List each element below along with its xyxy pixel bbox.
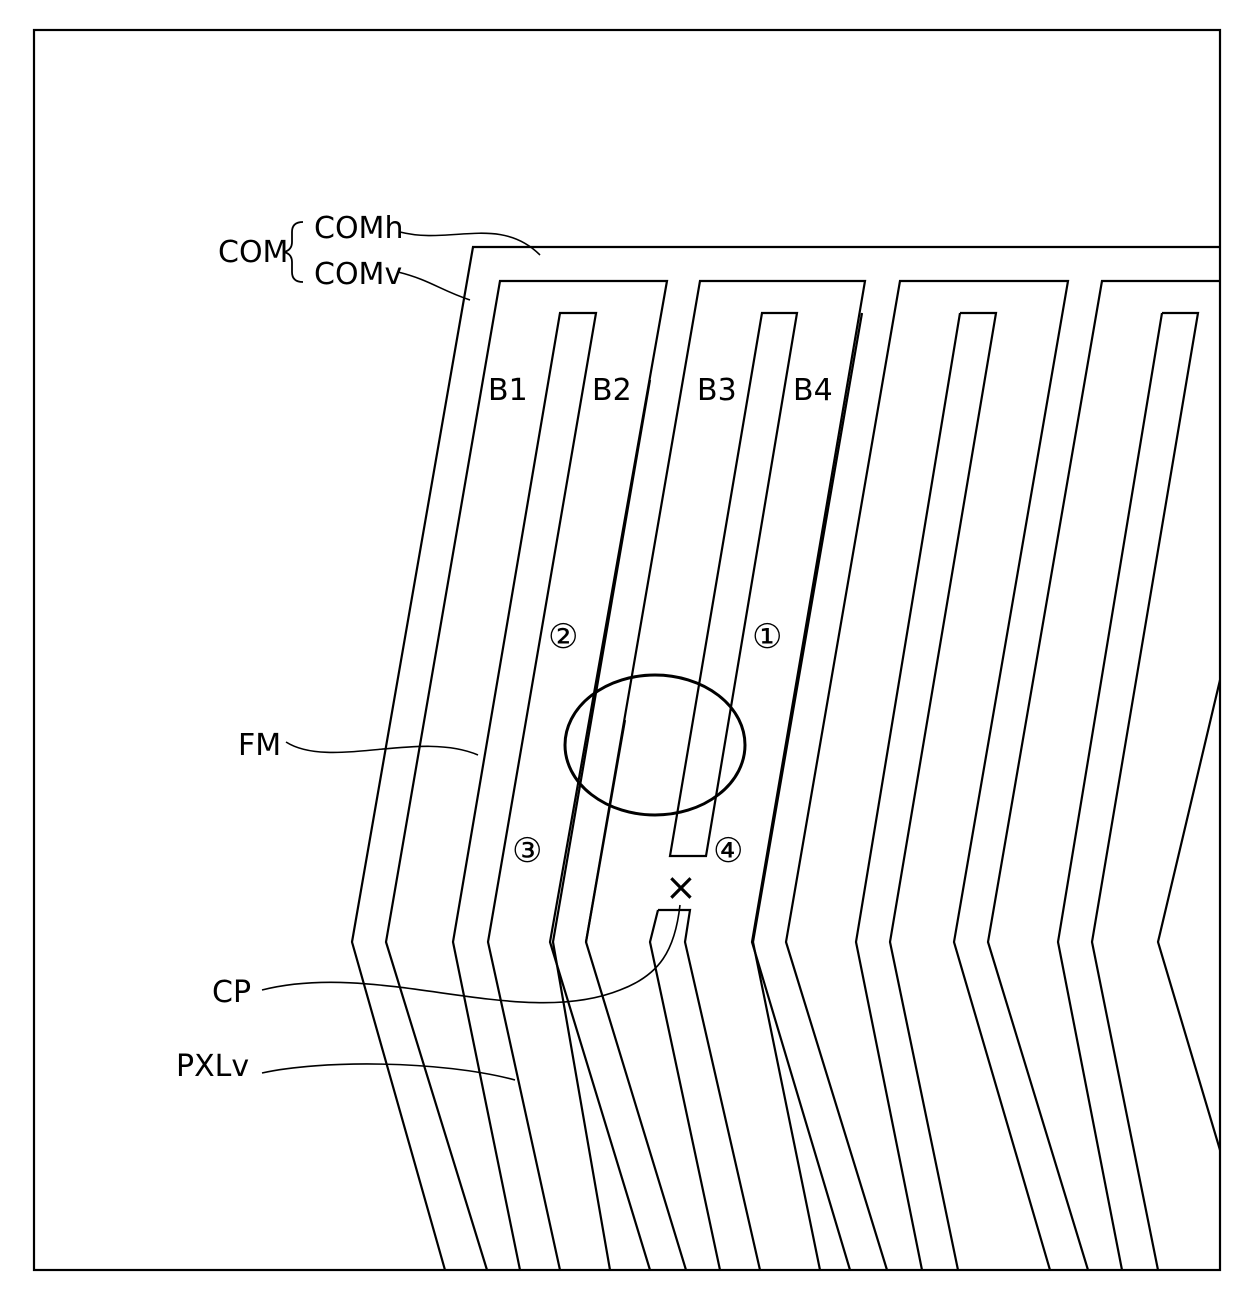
b2-label: B2 xyxy=(592,373,632,408)
common-slit-4-right xyxy=(1158,680,1220,1150)
region-3-label: ③ xyxy=(512,831,542,871)
comv-leader xyxy=(398,272,470,300)
pixel-finger-2-lower-b xyxy=(650,910,720,1270)
pixel-finger-inner-b xyxy=(586,720,625,942)
region-2-label: ② xyxy=(548,617,578,657)
common-slit-4 xyxy=(988,281,1220,1270)
pixel-finger-3c xyxy=(856,313,960,1270)
region-4-label: ④ xyxy=(713,831,743,871)
b3-label: B3 xyxy=(697,373,737,408)
common-electrode-outline xyxy=(352,247,1220,1270)
b4-label: B4 xyxy=(793,373,833,408)
comv-label: COMv xyxy=(314,257,402,292)
cp-label: CP xyxy=(212,975,251,1010)
region-1-label: ① xyxy=(752,617,782,657)
pxlv-label: PXLv xyxy=(176,1049,249,1084)
com-label: COM xyxy=(218,235,288,270)
comh-leader xyxy=(400,232,540,255)
highlight-ellipse xyxy=(565,675,745,815)
fm-leader xyxy=(286,742,478,755)
comh-label: COMh xyxy=(314,211,403,246)
pixel-finger-4 xyxy=(1092,313,1198,1270)
cross-mark: × xyxy=(665,865,697,909)
b1-label: B1 xyxy=(488,373,528,408)
cp-leader xyxy=(262,905,680,1003)
pixel-finger-2-lower xyxy=(553,600,612,1270)
pixel-finger-4b xyxy=(1058,313,1162,1270)
pixel-finger-inner-a xyxy=(612,380,650,600)
fm-label: FM xyxy=(238,728,281,763)
pixel-finger-1 xyxy=(453,313,596,1270)
figure-frame xyxy=(34,30,1220,1270)
